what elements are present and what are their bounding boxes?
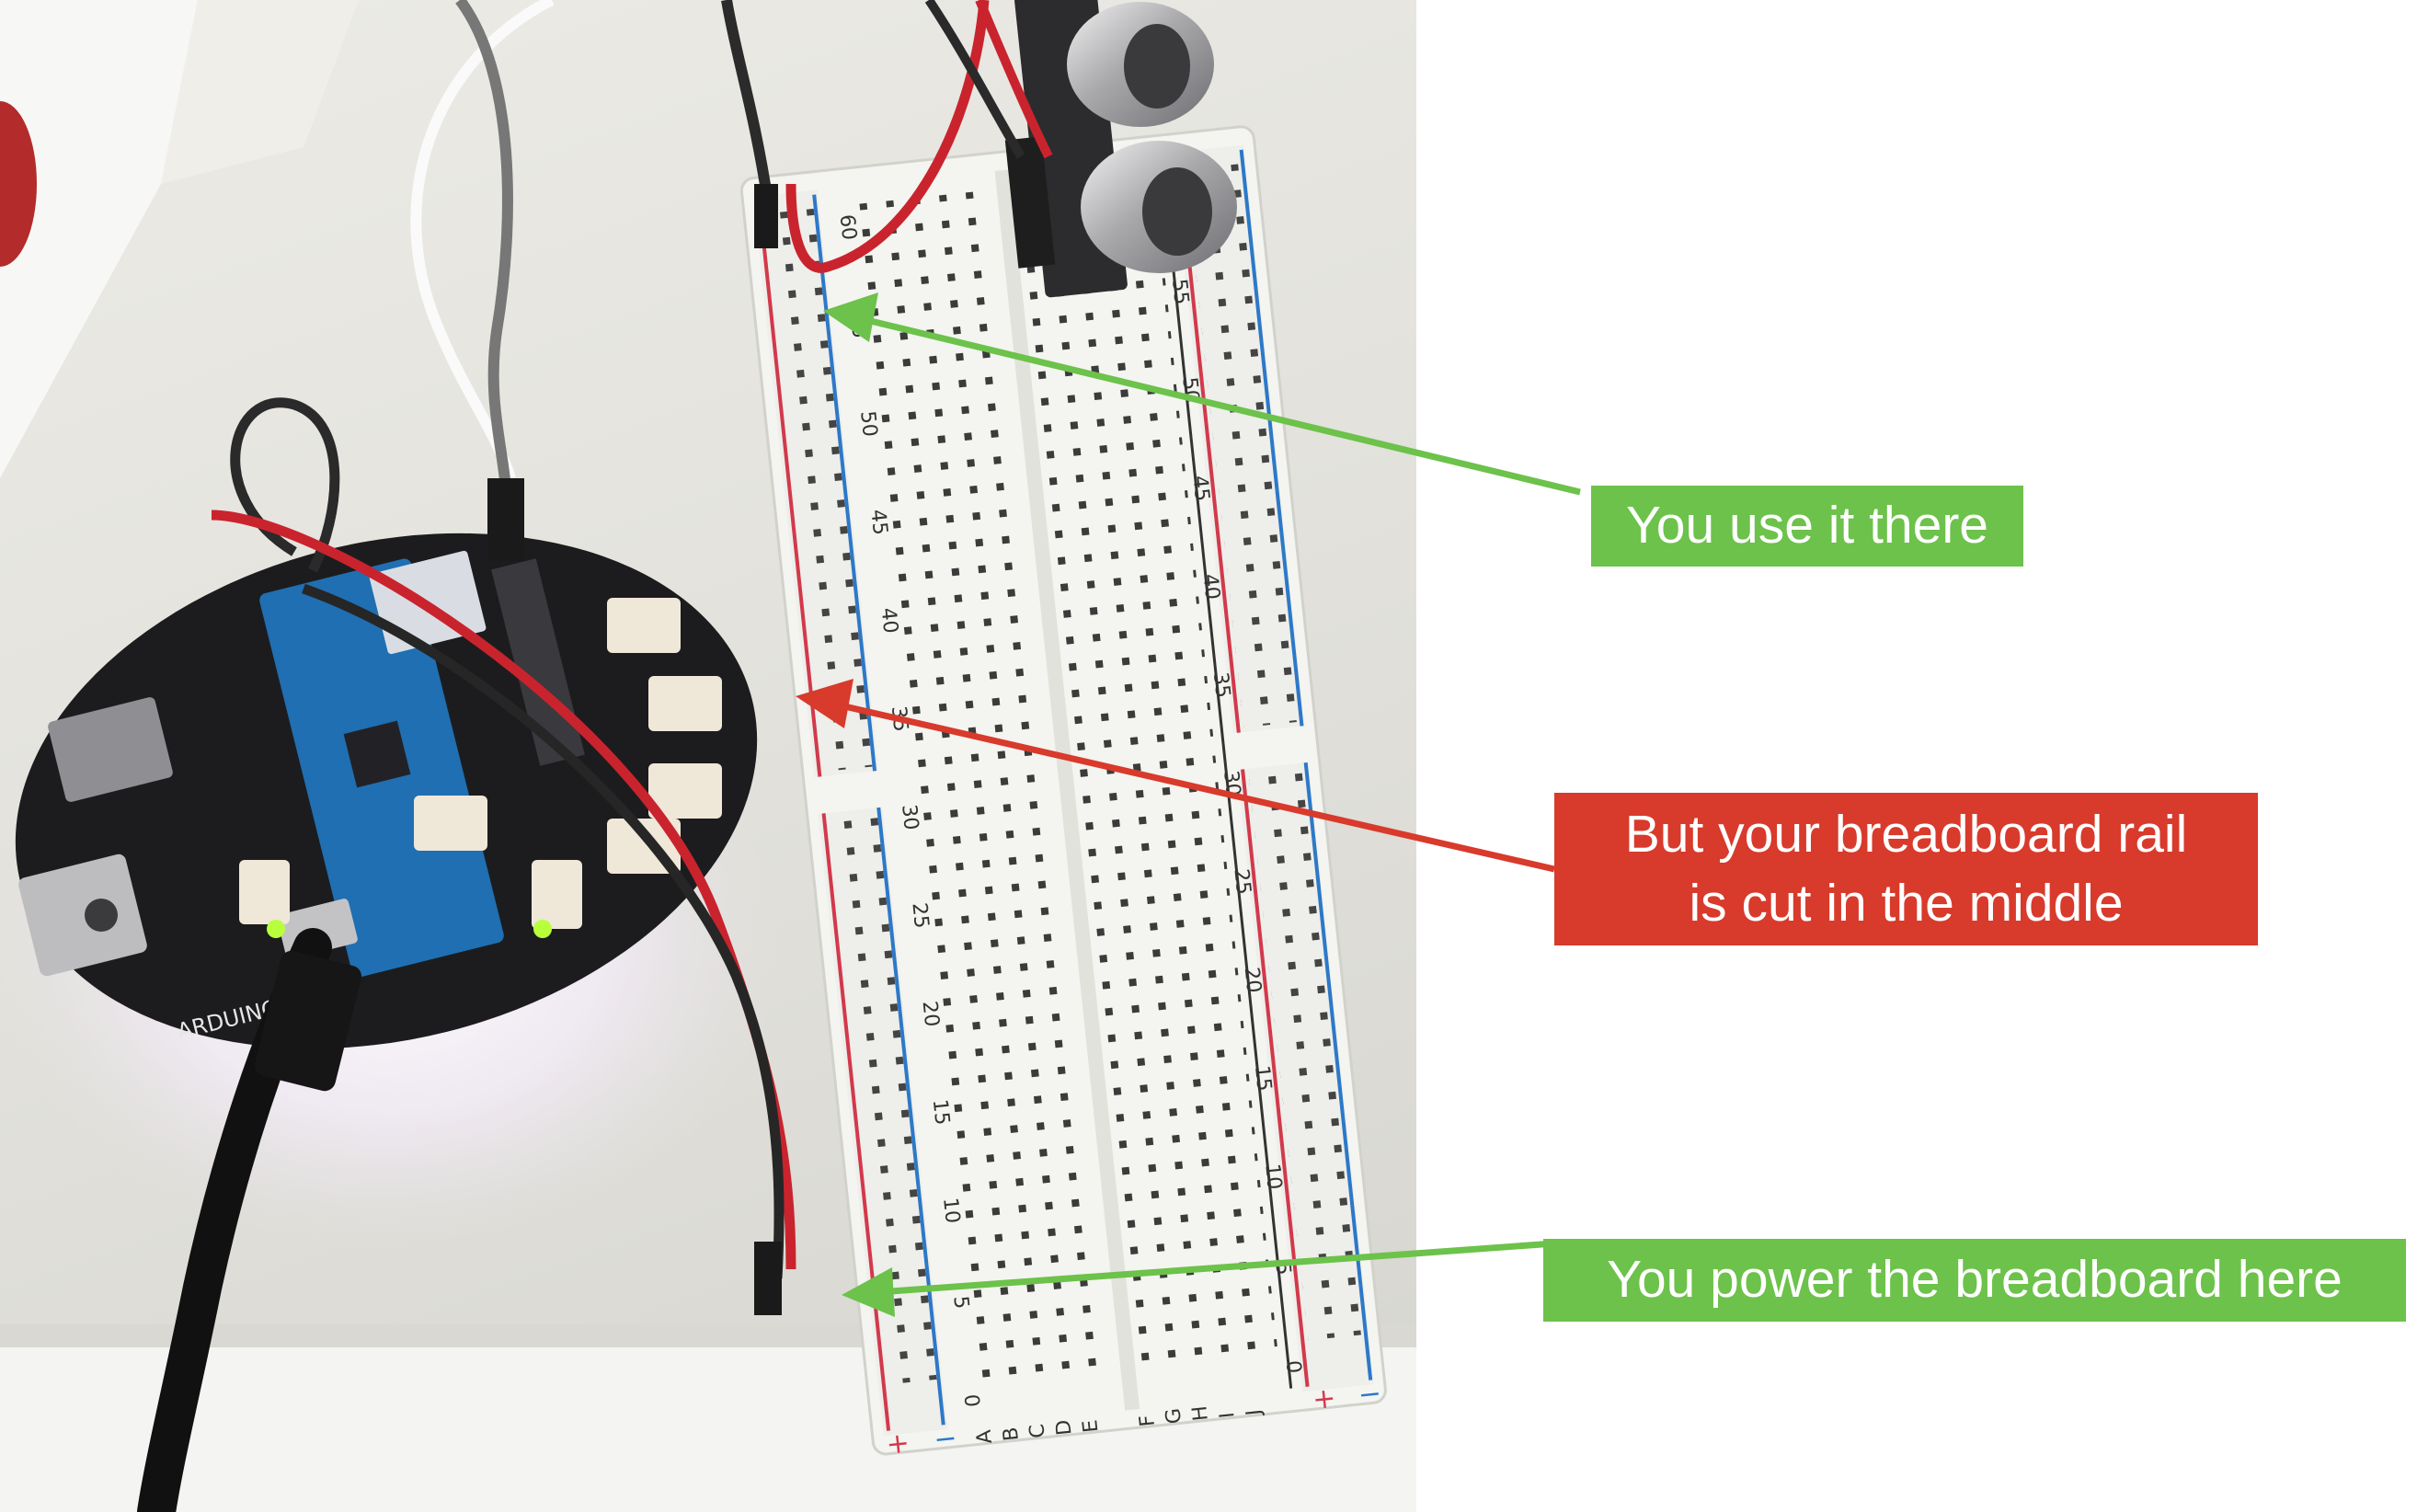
led-green-1 bbox=[267, 920, 285, 938]
row-label: G bbox=[1162, 1407, 1186, 1426]
barrel-jack-hole bbox=[85, 899, 118, 932]
wire-white bbox=[410, 0, 555, 480]
callout-power-here: You power the breadboard here bbox=[1543, 1239, 2406, 1322]
column-number: 10 bbox=[1260, 1163, 1286, 1190]
column-number: 15 bbox=[1250, 1064, 1276, 1092]
row-label: A bbox=[973, 1428, 997, 1445]
wire-red-sensor bbox=[975, 0, 1053, 159]
row-label: F bbox=[1136, 1414, 1160, 1427]
led-green-2 bbox=[533, 920, 552, 938]
column-number: 55 bbox=[845, 312, 871, 339]
row-label: J bbox=[1243, 1408, 1266, 1418]
column-number: 20 bbox=[1240, 966, 1266, 993]
column-number: 40 bbox=[876, 607, 902, 635]
column-number: 25 bbox=[907, 901, 933, 929]
rail-plus-right: + bbox=[1311, 1382, 1337, 1416]
chip bbox=[343, 720, 411, 788]
wire-black-top bbox=[721, 0, 773, 203]
rail-minus-right: − bbox=[1357, 1377, 1383, 1411]
usb-plug bbox=[254, 950, 362, 1092]
column-number: 15 bbox=[928, 1098, 954, 1126]
ultrasonic-sensor bbox=[1004, 0, 1237, 298]
column-number: 45 bbox=[1187, 475, 1213, 502]
column-number: 50 bbox=[1177, 376, 1203, 404]
wire-black-loop bbox=[230, 397, 340, 573]
column-number: 10 bbox=[938, 1197, 964, 1224]
sensor-transducer-bottom-mesh bbox=[1142, 167, 1212, 256]
row-label: E bbox=[1079, 1418, 1103, 1433]
wire-grey bbox=[455, 0, 513, 488]
column-number: 0 bbox=[959, 1393, 983, 1409]
left-rail-red-line bbox=[757, 200, 891, 1431]
wire-connector-top bbox=[754, 184, 778, 248]
right-rail-gap bbox=[1232, 726, 1309, 771]
row-label: D bbox=[1052, 1418, 1077, 1436]
callout-rail-cut: But your breadboard rail is cut in the m… bbox=[1554, 793, 2258, 945]
grove-connector-3 bbox=[648, 763, 722, 819]
rail-plus-left: + bbox=[885, 1426, 911, 1460]
column-number: 30 bbox=[1219, 770, 1244, 797]
wire-connector-board bbox=[487, 478, 524, 561]
right-rail-holes-bottom bbox=[1248, 767, 1362, 1341]
column-number: 5 bbox=[948, 1295, 972, 1311]
wire-black-long bbox=[302, 583, 785, 1279]
wire-black-sensor bbox=[924, 0, 1025, 159]
column-number: 60 bbox=[835, 213, 861, 241]
column-number: 35 bbox=[887, 704, 912, 732]
wire-red-top bbox=[785, 0, 990, 273]
rail-gap bbox=[814, 770, 883, 814]
barrel-jack bbox=[18, 853, 147, 977]
callout-use-it-there: You use it there bbox=[1591, 486, 2023, 567]
box-frame-inner bbox=[161, 0, 359, 184]
column-number: 20 bbox=[918, 1000, 944, 1027]
left-rail-holes-top bbox=[764, 208, 873, 773]
grove-connector-5 bbox=[414, 796, 487, 851]
row-label: B bbox=[999, 1426, 1023, 1442]
row-label: I bbox=[1216, 1411, 1240, 1419]
column-number: 45 bbox=[865, 509, 891, 536]
rail-minus-left: − bbox=[933, 1422, 959, 1456]
column-number: 30 bbox=[897, 803, 922, 830]
column-number: 5 bbox=[1270, 1261, 1294, 1277]
sensor-header-pins bbox=[1004, 136, 1056, 269]
box-frame-left bbox=[0, 0, 198, 478]
grove-connector-6 bbox=[532, 860, 582, 929]
sd-card-slot bbox=[48, 697, 173, 802]
column-number: 0 bbox=[1281, 1359, 1305, 1375]
column-number: 25 bbox=[1229, 867, 1254, 895]
column-number: 55 bbox=[1167, 278, 1193, 305]
wire-connector-bottom bbox=[754, 1242, 782, 1315]
grove-connector-7 bbox=[239, 860, 290, 924]
row-label: H bbox=[1188, 1404, 1213, 1422]
sensor-transducer-top-mesh bbox=[1124, 24, 1190, 109]
column-number: 40 bbox=[1198, 573, 1224, 601]
column-number: 50 bbox=[855, 410, 881, 438]
grove-connector-2 bbox=[648, 676, 722, 731]
red-object bbox=[0, 101, 37, 267]
column-number: 35 bbox=[1208, 671, 1234, 699]
row-label: C bbox=[1025, 1423, 1049, 1439]
grove-connector-1 bbox=[607, 598, 681, 653]
wire-red-long bbox=[211, 510, 796, 1270]
